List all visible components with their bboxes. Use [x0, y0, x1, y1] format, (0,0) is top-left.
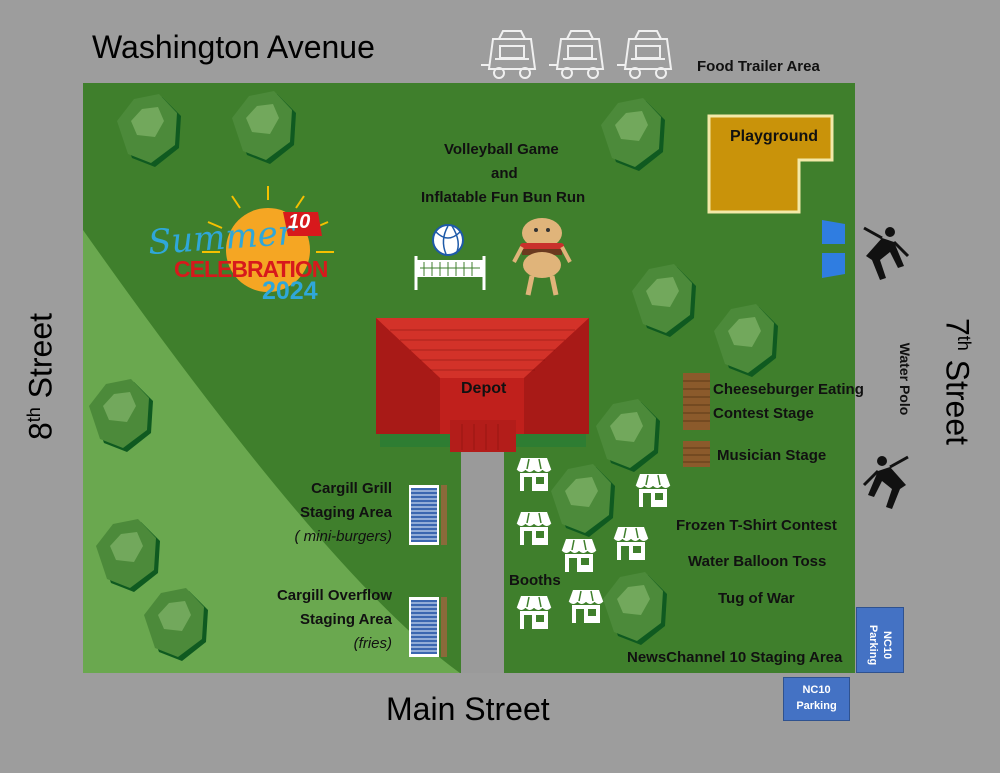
- nc10-parking-south: NC10 Parking: [783, 677, 850, 721]
- booth-tent-icon: [516, 595, 552, 630]
- cargill-grill-label-line1: Cargill Grill: [311, 480, 392, 497]
- playground-area: [707, 114, 834, 214]
- logo-badge-text: 10: [288, 211, 311, 233]
- summer-celebration-logo: [202, 186, 334, 292]
- cheeseburger-stage-label-line1: Cheeseburger Eating: [713, 381, 864, 398]
- food-trailer-icon: [548, 30, 604, 79]
- parking-label-line1: NC10: [881, 630, 893, 660]
- stage-icon: [683, 373, 710, 430]
- bleacher-icon: [408, 596, 448, 658]
- tug-of-war-label: Tug of War: [718, 590, 795, 607]
- booths-label: Booths: [509, 572, 561, 589]
- stage-icon: [683, 441, 710, 467]
- cargill-grill-label-line2: Staging Area: [300, 504, 392, 521]
- walkway: [461, 452, 504, 673]
- volleyball-label-line1: Volleyball Game: [444, 141, 559, 158]
- parking-label-line2: Parking: [867, 624, 879, 666]
- water-polo-label: Water Polo: [897, 342, 913, 416]
- water-balloon-toss-label: Water Balloon Toss: [688, 553, 827, 570]
- water-polo-player-icon: [862, 225, 910, 282]
- food-trailer-icon: [480, 30, 536, 79]
- street-8th: 8th Street: [22, 312, 59, 441]
- depot-label: Depot: [461, 380, 507, 397]
- water-polo-goal: [822, 253, 845, 278]
- logo-year-text: 2024: [262, 277, 318, 305]
- parking-label-line1: NC10: [802, 684, 831, 696]
- food-trailer-area-label: Food Trailer Area: [697, 58, 820, 75]
- parking-label-line2: Parking: [796, 700, 837, 712]
- cargill-overflow-label-line3: (fries): [353, 635, 392, 652]
- water-polo-player-icon: [862, 454, 910, 511]
- street-washington-avenue: Washington Avenue: [92, 29, 375, 65]
- musician-stage-label: Musician Stage: [717, 447, 827, 464]
- booth-tent-icon: [568, 589, 604, 624]
- street-main: Main Street: [386, 691, 550, 727]
- playground-label: Playground: [730, 128, 819, 145]
- booth-tent-icon: [561, 538, 597, 573]
- cargill-overflow-label-line2: Staging Area: [300, 611, 392, 628]
- bleacher-icon: [408, 484, 448, 546]
- volleyball-net-icon: [414, 224, 486, 290]
- depot-building: [376, 318, 589, 452]
- cargill-overflow-label-line1: Cargill Overflow: [276, 587, 392, 604]
- volleyball-label-line3: Inflatable Fun Bun Run: [421, 189, 586, 206]
- burger-mascot-icon: [512, 218, 572, 296]
- cargill-grill-label-line3: ( mini-burgers): [294, 528, 392, 545]
- street-7th: 7th Street: [939, 317, 976, 446]
- water-polo-goal: [822, 220, 845, 244]
- light-lawn-area: [83, 230, 460, 673]
- booth-tent-icon: [635, 473, 671, 508]
- cheeseburger-stage-label-line2: Contest Stage: [713, 405, 814, 422]
- volleyball-label-line2: and: [491, 165, 518, 182]
- booth-tent-icon: [516, 457, 552, 492]
- booth-tent-icon: [516, 511, 552, 546]
- food-trailer-icon: [616, 30, 672, 79]
- newschannel-staging-label: NewsChannel 10 Staging Area: [627, 649, 843, 666]
- logo-celebration-text: CELEBRATION: [174, 256, 328, 282]
- nc10-parking-east: NC10 Parking: [856, 607, 904, 673]
- frozen-tshirt-contest-label: Frozen T-Shirt Contest: [676, 517, 837, 534]
- booth-tent-icon: [613, 526, 649, 561]
